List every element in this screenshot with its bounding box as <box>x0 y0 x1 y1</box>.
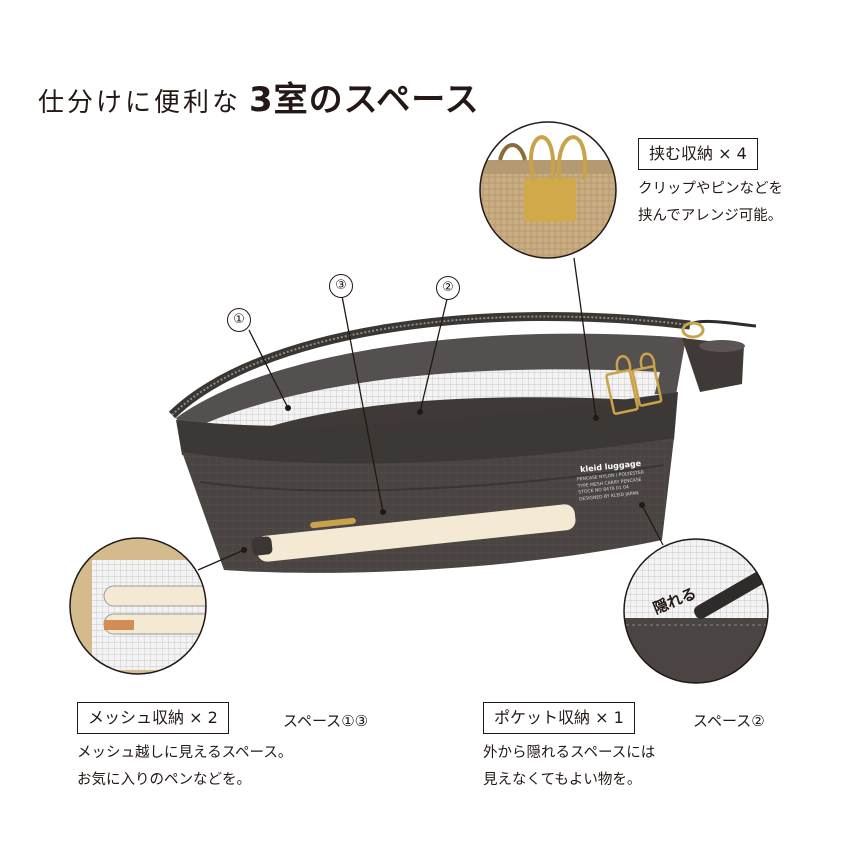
mesh-detail-image <box>70 538 206 674</box>
callout-number-1: ① <box>227 308 251 332</box>
pen-clip <box>310 517 356 529</box>
pocket-feature-desc: 外から隠れるスペースには 見えなくてもよい物を。 <box>483 745 656 788</box>
pocket-feature-spaces: スペース② <box>693 712 765 730</box>
callout-number-2: ② <box>436 276 460 300</box>
pocket-detail-image <box>624 539 768 683</box>
binder-clips-illustration <box>605 352 663 415</box>
clip-detail-image <box>480 122 616 258</box>
callout-number-3: ③ <box>329 274 353 298</box>
zipper-pull-ring <box>681 321 705 339</box>
clip-feature-title: 挟む収納 × 4 <box>638 138 758 170</box>
heading-main: 仕分けに便利な <box>38 88 242 118</box>
mesh-feature-title: メッシュ収納 × 2 <box>77 702 229 734</box>
clip-feature-desc: クリップやピンなどを 挟んでアレンジ可能。 <box>638 181 783 224</box>
mesh-compartment-1 <box>195 369 660 445</box>
mesh-feature-desc: メッシュ越しに見えるスペース。 お気に入りのペンなどを。 <box>77 745 293 788</box>
pouch-rim <box>176 392 678 465</box>
pen-body <box>256 504 576 562</box>
pen-grip <box>251 536 273 556</box>
mesh-feature-spaces: スペース①③ <box>283 712 369 730</box>
callout-lines <box>197 257 664 571</box>
heading-emphasis: 3室のスペース <box>249 80 480 120</box>
pocket-feature-title: ポケット収納 × 1 <box>483 702 635 734</box>
